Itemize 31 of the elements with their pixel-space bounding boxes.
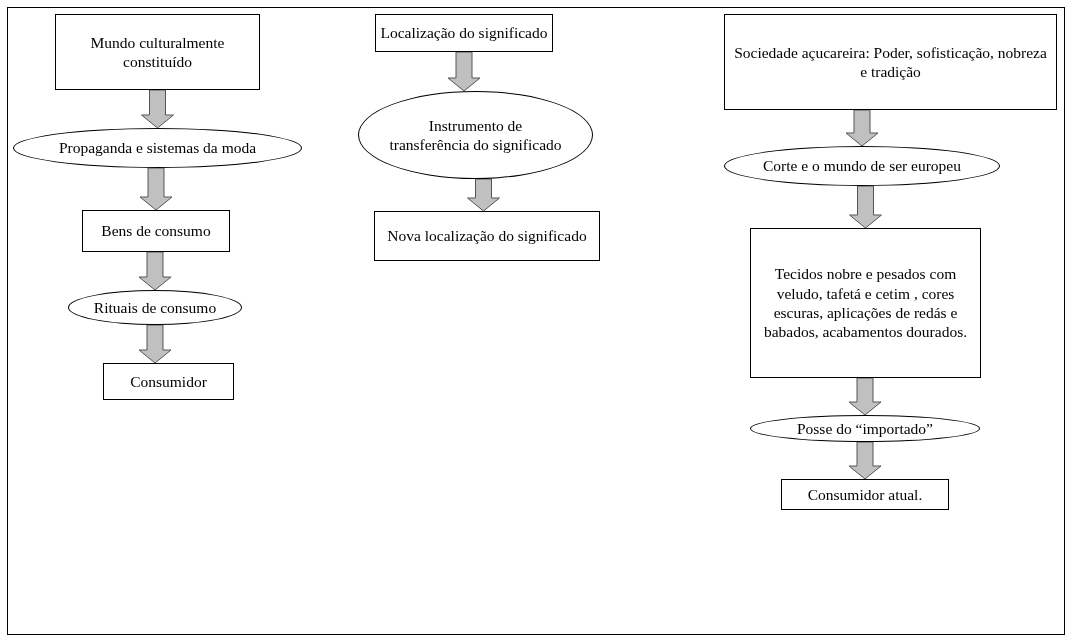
node-label: Tecidos nobre e pesados com veludo, tafetá e cetim , cores escuras, aplicações de redás e babados, acabamentos dourados. [762, 264, 969, 342]
node-label: Nova localização do significado [387, 226, 587, 246]
block-arrow [141, 89, 174, 129]
process-box [750, 228, 981, 378]
block-arrow [848, 377, 882, 416]
block-arrow [849, 185, 882, 229]
node-label: Corte e o mundo de ser europeu [763, 156, 961, 176]
process-box [82, 210, 230, 252]
block-arrow [139, 167, 173, 211]
process-box [724, 14, 1057, 110]
node-label: Propaganda e sistemas da moda [58, 138, 257, 158]
node-label: Bens de consumo [101, 221, 211, 241]
process-box [55, 14, 260, 90]
node-label: Consumidor atual. [807, 484, 923, 505]
process-box [781, 479, 949, 510]
block-arrow [138, 251, 172, 291]
block-arrow [447, 51, 481, 92]
block-arrow [467, 178, 500, 212]
process-box [103, 363, 234, 400]
node-label: Posse do “importado” [796, 418, 933, 439]
block-arrow [138, 324, 172, 364]
node-label: Localização do significado [380, 23, 548, 43]
node-label: Rituais de consumo [93, 297, 217, 318]
block-arrow [848, 441, 882, 480]
block-arrow [845, 109, 879, 147]
node-label: Mundo culturalmente constituído [89, 32, 226, 72]
process-box [374, 211, 600, 261]
node-label: Instrumento de transferência do significado [388, 115, 563, 155]
node-label: Sociedade açucareira: Poder, sofisticação, nobreza e tradição [733, 42, 1048, 82]
node-label: Consumidor [130, 371, 207, 392]
process-box [375, 14, 553, 52]
